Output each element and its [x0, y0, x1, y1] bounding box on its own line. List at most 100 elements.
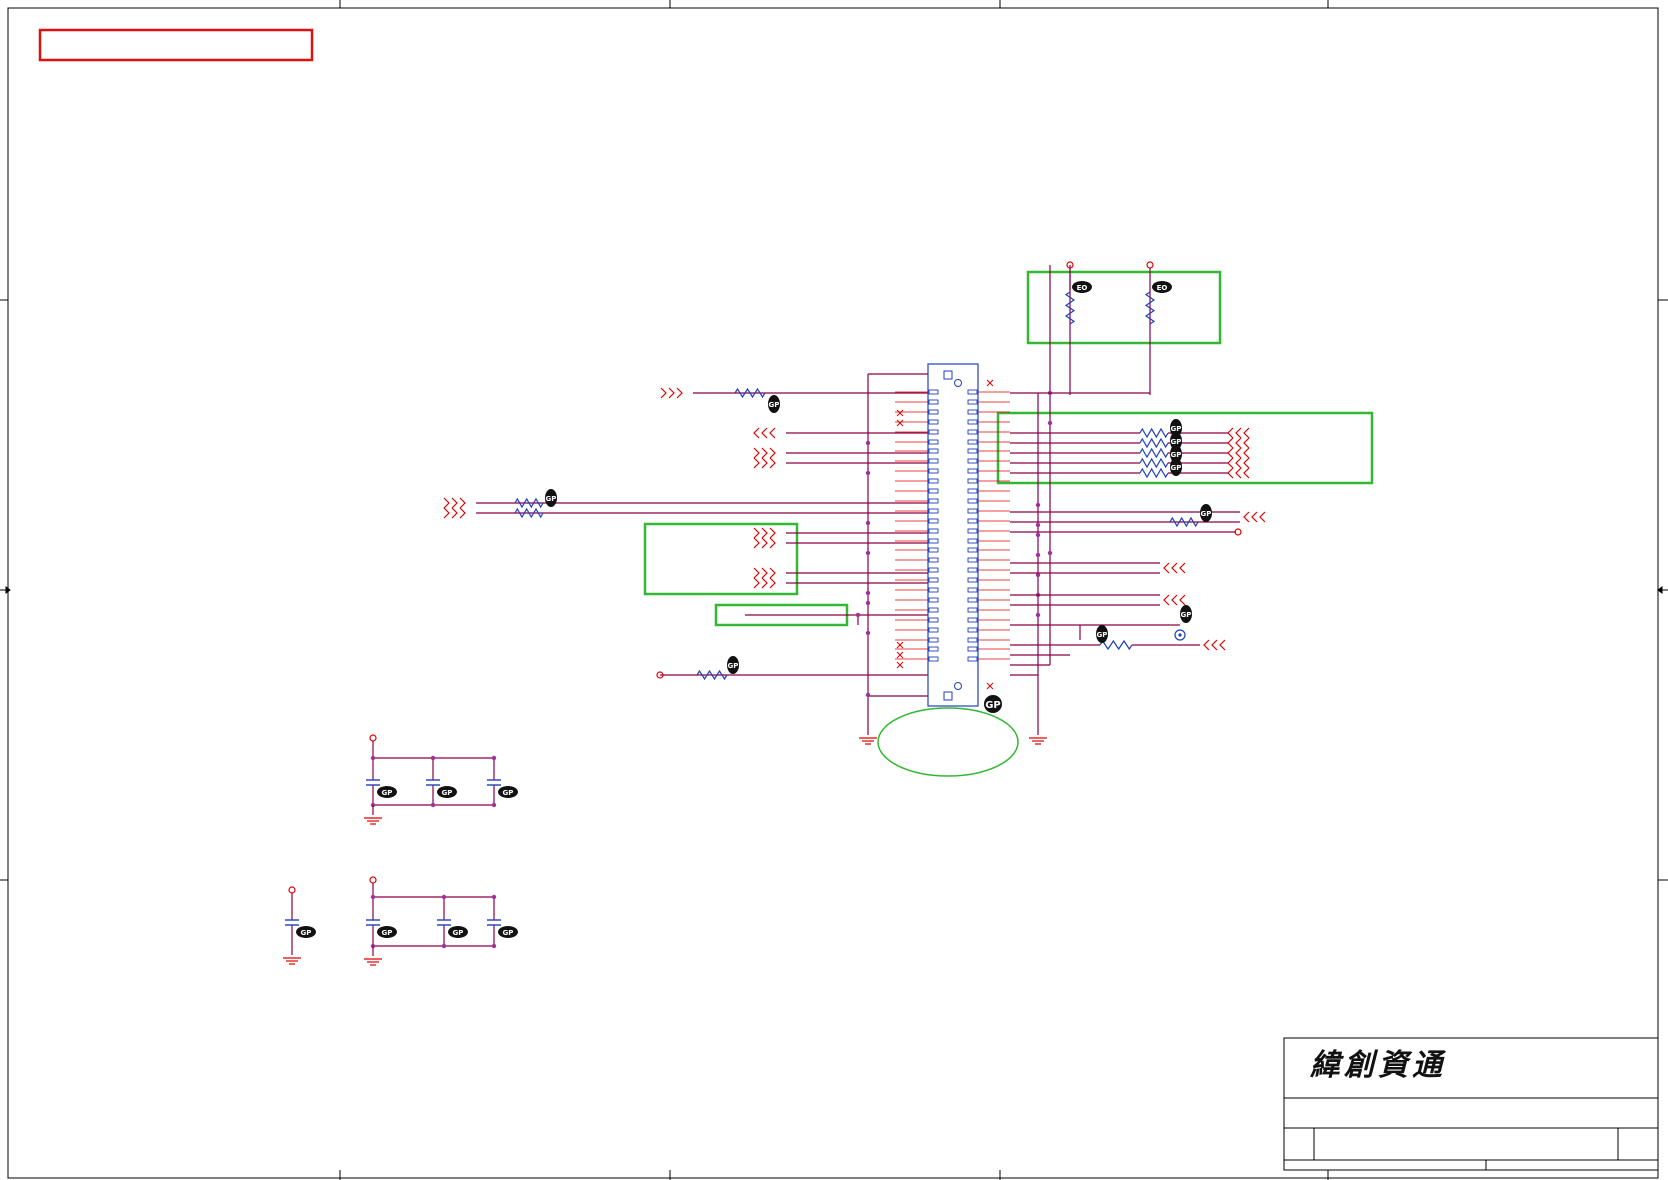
- chevron-stroke: [761, 427, 768, 439]
- connector-pin-left: [928, 389, 939, 395]
- net-junction-dot: [1035, 612, 1041, 618]
- resistor-zigzag: [734, 387, 766, 399]
- connector-pin-left: [928, 637, 939, 643]
- no-connect-x-icon: [986, 682, 994, 690]
- capacitor-b0: GP: [285, 919, 316, 938]
- chevron-stroke: [1163, 562, 1170, 574]
- chevron-stroke: [451, 497, 458, 509]
- connector-pin-left: [928, 409, 939, 415]
- connector-pin-left: [928, 597, 939, 603]
- connector-pin-right: [967, 627, 978, 633]
- red-title-highlight-box: [38, 28, 314, 62]
- chevron-stroke: [1235, 437, 1242, 449]
- offpage-connector-right-pair-a: [1163, 562, 1186, 574]
- offpage-connector-right: [1227, 467, 1250, 479]
- connector-pin-right: [967, 607, 978, 613]
- net-junction-dot: [1035, 572, 1041, 578]
- connector-pin-right: [967, 448, 978, 454]
- net-junction-dot: [865, 440, 871, 446]
- net-junction-dot: [491, 894, 497, 900]
- refdes-badge-shape: [545, 489, 557, 507]
- offpage-connector-right: [1227, 427, 1250, 439]
- nc-stroke-b: [896, 651, 904, 659]
- green-highlight-pullups: [1026, 270, 1222, 345]
- refdes-badge-shape: [377, 786, 397, 798]
- refdes-badge-text: GP: [382, 789, 393, 797]
- net-junction-dot: [865, 600, 871, 606]
- refdes-badge-text: GP: [1097, 631, 1108, 639]
- chevron-stroke: [668, 387, 675, 399]
- net-junction-dot: [1035, 552, 1041, 558]
- chevron-stroke: [1243, 467, 1250, 479]
- refdes-badge-shape: [1180, 605, 1192, 623]
- no-connect-x-icon: [986, 379, 994, 387]
- chevron-stroke: [1227, 467, 1234, 479]
- capacitor-b: GP: [366, 919, 397, 938]
- connector-pin-left: [928, 538, 939, 544]
- net-junction-dot: [441, 943, 447, 949]
- connector-pin-left: [928, 547, 939, 553]
- chevron-stroke: [676, 387, 683, 399]
- refdes-series-bank: GP: [1170, 419, 1182, 437]
- refdes-term-right: GP: [1200, 504, 1212, 522]
- test-point-center: [1178, 633, 1182, 637]
- chevron-stroke: [1163, 594, 1170, 606]
- chevron-stroke: [1227, 427, 1234, 439]
- net-junction-dot: [491, 943, 497, 949]
- chevron-stroke: [769, 447, 776, 459]
- refdes-badge-conn: GP: [984, 695, 1002, 713]
- offpage-connector-left: [753, 447, 776, 459]
- cap-refdes: GP: [448, 926, 468, 938]
- nc-stroke-b: [896, 419, 904, 427]
- resistor-zigzag: [1139, 457, 1169, 469]
- green-highlight-connector-ground-ellipse: [877, 707, 1019, 777]
- nc-stroke-b: [896, 661, 904, 669]
- connector-pin-left: [928, 627, 939, 633]
- cap-refdes: GP: [498, 926, 518, 938]
- connector-pin-right: [967, 458, 978, 464]
- connector-pin-right: [967, 656, 978, 662]
- chevron-stroke: [1179, 594, 1186, 606]
- cap-refdes: GP: [296, 926, 316, 938]
- power-port-icon: [1146, 261, 1154, 269]
- chevron-stroke: [1243, 437, 1250, 449]
- connector-pin-right: [967, 518, 978, 524]
- chevron-stroke: [1203, 639, 1210, 651]
- chevron-stroke: [753, 447, 760, 459]
- refdes-badge-text: GP: [503, 789, 514, 797]
- chevron-stroke: [753, 427, 760, 439]
- chevron-stroke: [1235, 427, 1242, 439]
- connector-pin-right: [967, 429, 978, 435]
- refdes-badge-text: GP: [442, 789, 453, 797]
- net-junction-dot: [1047, 420, 1053, 426]
- offpage-connector-right: [1227, 457, 1250, 469]
- no-connect-x-icon: [896, 409, 904, 417]
- connector-pin-right: [967, 488, 978, 494]
- offpage-connector-right: [1227, 447, 1250, 459]
- refdes-term-top: GP: [768, 395, 780, 413]
- offpage-connector-left: [443, 497, 466, 509]
- refdes-badge-text: GP: [503, 929, 514, 937]
- connector-pin-left: [928, 448, 939, 454]
- connector-pin-right: [967, 587, 978, 593]
- connector-pin-right: [967, 389, 978, 395]
- refdes-term-bottom-right: GP: [1180, 605, 1192, 623]
- green-highlight-series-resistors: [996, 411, 1374, 485]
- resistor-zigzag: [1099, 639, 1133, 651]
- connector-pin-left: [928, 419, 939, 425]
- net-junction-dot: [865, 520, 871, 526]
- refdes-badge-shape: [1170, 419, 1182, 437]
- resistor-zigzag: [514, 497, 544, 509]
- connector-pin-left: [928, 587, 939, 593]
- connector-pin-left: [928, 567, 939, 573]
- net-junction-dot: [1035, 532, 1041, 538]
- connector-pin-right: [967, 547, 978, 553]
- frame-center-arrow-right: [1657, 586, 1668, 594]
- net-junction-dot: [370, 755, 376, 761]
- connector-pin-right: [967, 577, 978, 583]
- net-junction-dot: [441, 894, 447, 900]
- chevron-stroke: [1243, 447, 1250, 459]
- chevron-stroke: [1171, 594, 1178, 606]
